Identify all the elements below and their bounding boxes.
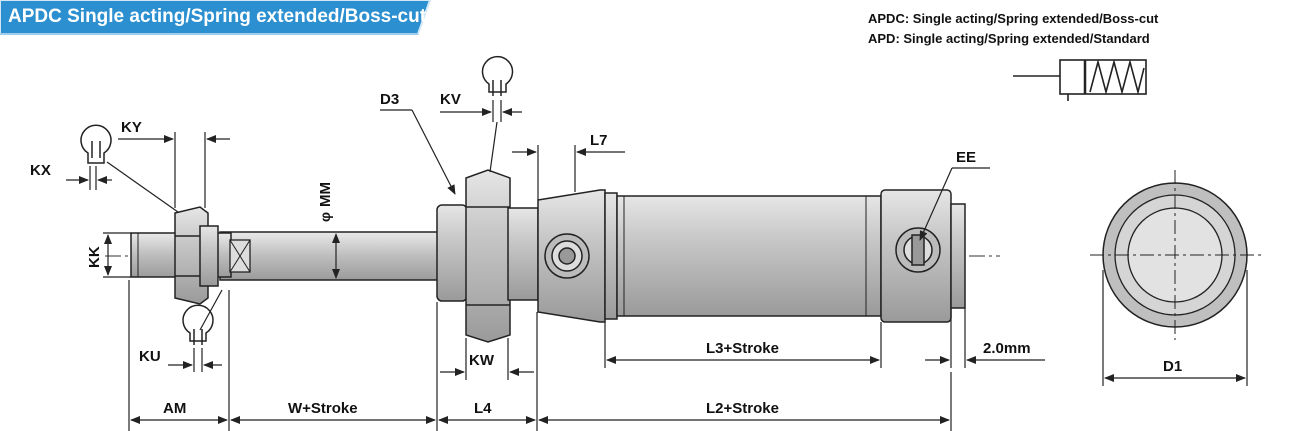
label-w-stroke: W+Stroke bbox=[288, 400, 358, 417]
wrench-icon-ky bbox=[80, 124, 112, 164]
label-l4: L4 bbox=[474, 400, 492, 417]
cylinder-barrel bbox=[616, 195, 882, 317]
rod-nut bbox=[174, 206, 219, 305]
dimension-lines bbox=[66, 100, 1248, 431]
rear-cover bbox=[880, 189, 966, 323]
mounting-nut-assembly bbox=[436, 169, 539, 343]
label-l3-stroke: L3+Stroke bbox=[706, 340, 779, 357]
label-mm-phi: φ bbox=[317, 212, 333, 222]
legend-line-apdc: APDC: Single acting/Spring extended/Boss… bbox=[868, 11, 1159, 26]
label-ky: KY bbox=[121, 119, 142, 136]
title-banner: APDC Single acting/Spring extended/Boss-… bbox=[0, 0, 432, 35]
page-title: APDC Single acting/Spring extended/Boss-… bbox=[8, 6, 427, 27]
label-mm: MM bbox=[317, 182, 334, 207]
label-l2-stroke: L2+Stroke bbox=[706, 400, 779, 417]
label-ku: KU bbox=[139, 348, 161, 365]
piston-rod bbox=[219, 231, 441, 281]
end-view bbox=[1090, 170, 1262, 340]
wrench-icon-kv bbox=[481, 55, 514, 96]
label-kx: KX bbox=[30, 162, 51, 179]
wrench-icon-ku bbox=[182, 304, 214, 345]
label-kk: KK bbox=[86, 246, 103, 268]
label-am: AM bbox=[163, 400, 186, 417]
label-d3: D3 bbox=[380, 91, 399, 108]
label-kv: KV bbox=[440, 91, 461, 108]
spring-symbol bbox=[1013, 58, 1147, 101]
label-kw: KW bbox=[469, 352, 495, 369]
legend-line-apd: APD: Single acting/Spring extended/Stand… bbox=[868, 31, 1150, 46]
label-gap-2mm: 2.0mm bbox=[983, 340, 1031, 357]
front-cover bbox=[537, 189, 618, 323]
label-l7: L7 bbox=[590, 132, 608, 149]
label-ee: EE bbox=[956, 149, 976, 166]
label-d1: D1 bbox=[1163, 358, 1182, 375]
